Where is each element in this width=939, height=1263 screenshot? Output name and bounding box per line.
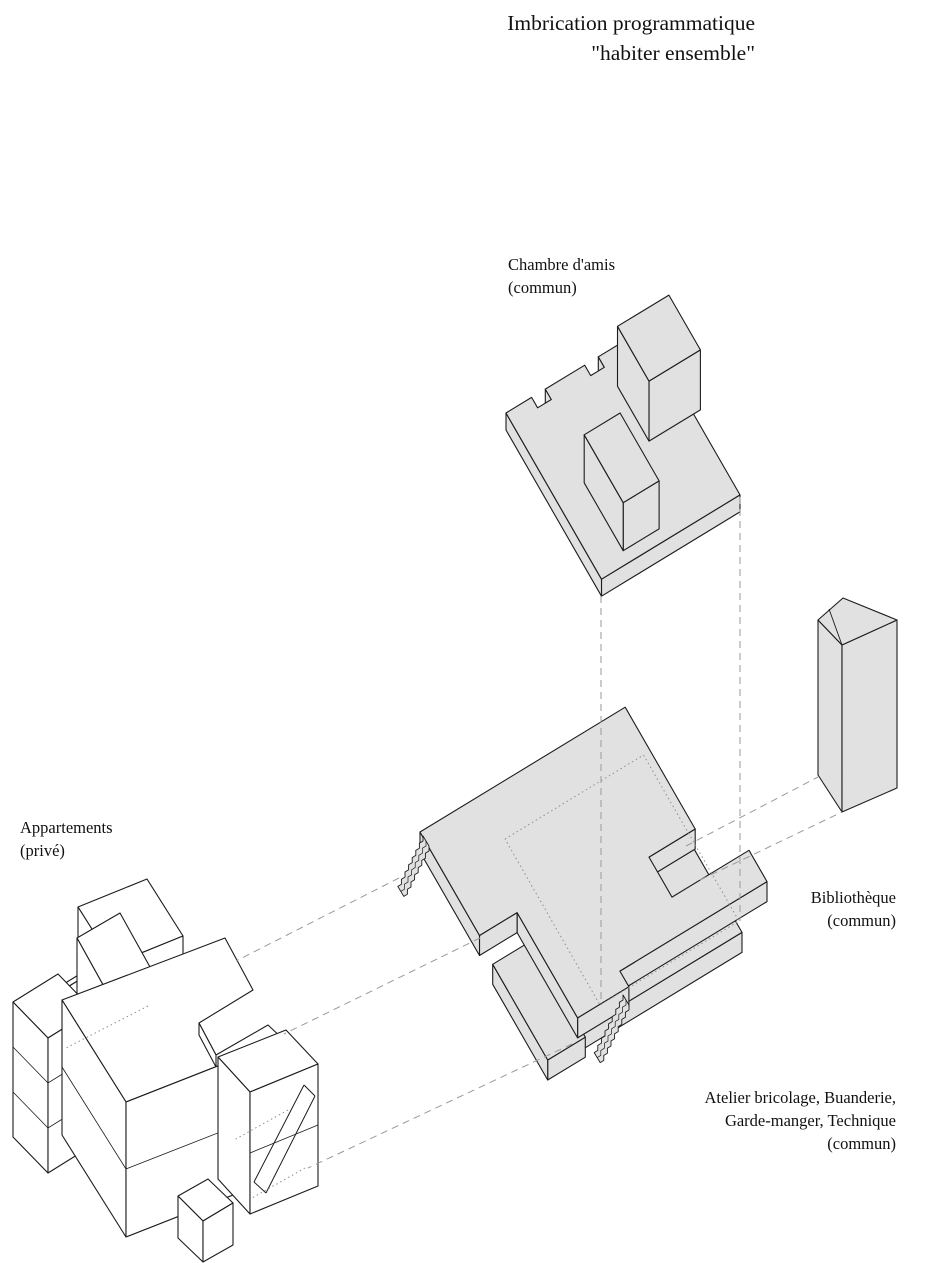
label-appartements: Appartements (privé) [20,816,113,862]
chambre-volume [505,294,741,597]
page-title: Imbrication programmatique "habiter ense… [507,8,755,68]
label-chambre-qualifier: (commun) [508,278,577,297]
appartements-volume [12,878,319,1263]
label-atelier-line3: (commun) [827,1134,896,1153]
label-atelier-line2: Garde-manger, Technique [724,1111,896,1130]
label-bibliotheque: Bibliothèque (commun) [811,886,896,932]
title-line2: "habiter ensemble" [591,41,755,65]
bibliotheque-volume [817,597,898,813]
projection-lines [63,497,843,1199]
label-chambre-name: Chambre d'amis [508,255,615,274]
label-bibliotheque-name: Bibliothèque [810,888,896,907]
label-bibliotheque-qualifier: (commun) [827,911,896,930]
label-atelier-line1: Atelier bricolage, Buanderie, [704,1088,897,1107]
label-appartements-qualifier: (privé) [20,841,65,860]
label-chambre-damis: Chambre d'amis (commun) [508,253,615,299]
label-atelier: Atelier bricolage, Buanderie, Garde-mang… [705,1086,897,1155]
label-appartements-name: Appartements [20,818,113,837]
commun-level-volume [397,706,768,1081]
title-line1: Imbrication programmatique [507,11,755,35]
